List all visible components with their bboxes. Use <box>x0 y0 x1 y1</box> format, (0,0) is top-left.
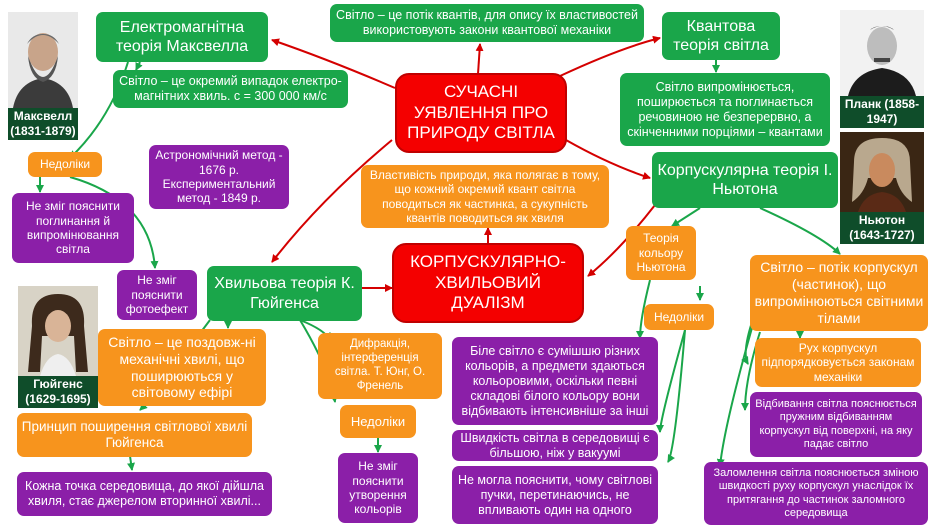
newton-mechanics: Рух корпускул підпорядковується законам … <box>755 338 921 387</box>
maxwell-drawbacks-label: Недоліки <box>28 152 102 177</box>
newton-drawbacks-label: Недоліки <box>644 304 714 330</box>
newton-drawback-speed: Швидкість світла в середовищі є більшою,… <box>452 430 658 461</box>
huygens-caption: Гюйгенс (1629-1695) <box>18 376 98 408</box>
maxwell-drawback-absorption: Не зміг пояснити поглинання й випромінюв… <box>12 193 134 263</box>
speed-measurement-methods: Астрономічний метод - 1676 р. Експеримен… <box>149 145 289 209</box>
maxwell-drawback-photoeffect: Не зміг пояснити фотоефект <box>117 270 197 320</box>
huygens-portrait <box>18 286 98 376</box>
central-node-dualism: КОРПУСКУЛЯРНО-ХВИЛЬОВИЙ ДУАЛІЗМ <box>392 243 584 323</box>
newton-reflection: Відбивання світла пояснюється пружним ві… <box>750 392 922 457</box>
huygens-principle-text: Кожна точка середовища, до якої дійшла х… <box>17 472 272 516</box>
huygens-drawback-colors: Не зміг пояснити утворення кольорів <box>338 453 418 523</box>
newton-theory: Корпускулярна теорія І. Ньютона <box>652 152 838 208</box>
newton-portrait <box>840 132 924 212</box>
newton-white-light: Біле світло є сумішшю різних кольорів, а… <box>452 337 658 425</box>
newton-drawback-beams: Не могла пояснити, чому світлові пучки, … <box>452 466 658 524</box>
dualism-definition: Властивість природи, яка полягає в тому,… <box>361 165 609 228</box>
huygens-theory: Хвильова теорія К. Гюйгенса <box>207 266 362 321</box>
newton-caption: Ньютон (1643-1727) <box>840 212 924 244</box>
maxwell-caption: Максвелл (1831-1879) <box>8 108 78 140</box>
planck-portrait <box>840 10 924 96</box>
huygens-principle: Принцип поширення світлової хвилі Гюйген… <box>17 413 252 457</box>
arrow-to-quantum <box>560 38 660 76</box>
quantum-theory: Квантова теорія світла <box>662 12 780 60</box>
huygens-diffraction: Дифракція, інтерференція світла. Т. Юнг,… <box>318 333 442 399</box>
quantum-statement-top: Світло – це потік квантів, для опису їх … <box>330 4 644 42</box>
planck-caption: Планк (1858-1947) <box>840 96 924 128</box>
quantum-statement: Світло випромінюється, поширюється та по… <box>620 73 830 146</box>
maxwell-portrait <box>8 12 78 108</box>
huygens-drawbacks-label: Недоліки <box>340 405 416 438</box>
maxwell-statement: Світло – це окремий випадок електро-магн… <box>113 70 348 108</box>
maxwell-theory: Електромагнітна теорія Максвелла <box>96 12 268 62</box>
arrow-to-top-note <box>478 44 480 74</box>
newton-statement: Світло – потік корпускул (частинок), що … <box>750 255 928 331</box>
central-node-modern: СУЧАСНІ УЯВЛЕННЯ ПРО ПРИРОДУ СВІТЛА <box>395 73 567 153</box>
newton-refraction: Заломлення світла пояснюється зміною шви… <box>704 462 928 525</box>
huygens-statement: Світло – це поздовж-ні механічні хвилі, … <box>98 329 266 406</box>
newton-color-theory: Теорія кольору Ньютона <box>626 226 696 280</box>
